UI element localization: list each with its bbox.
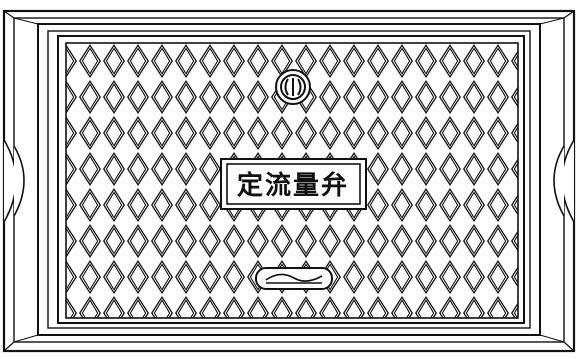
right-side-notch [553,139,575,223]
valve-label: 定流量弁 [237,170,349,201]
city-water-emblem-icon [275,69,311,105]
label-plate: 定流量弁 [220,158,367,210]
left-side-notch [3,139,25,223]
lifting-slot [255,267,333,290]
